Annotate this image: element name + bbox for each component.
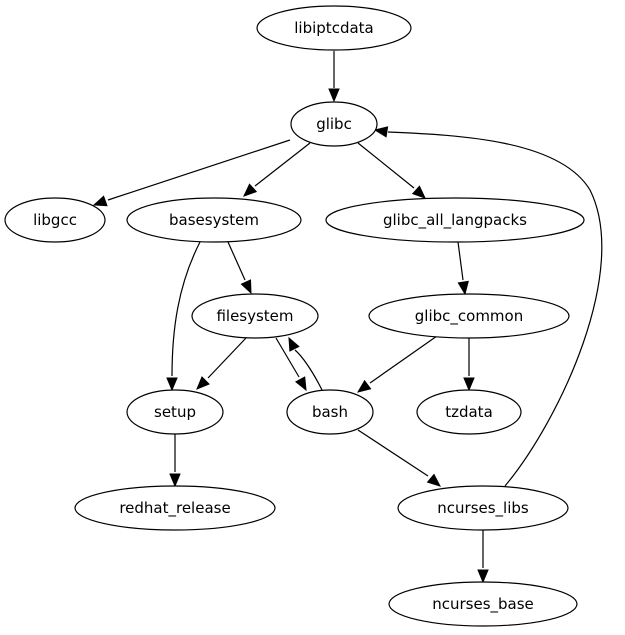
node-shape <box>126 197 302 243</box>
arrowhead-icon <box>169 473 181 488</box>
arrowhead-icon <box>411 185 426 199</box>
node-ncurses_libs[interactable]: ncurses_libs <box>397 485 569 531</box>
node-shape <box>290 101 378 147</box>
edge-glibc_common-to-tzdata <box>463 338 475 392</box>
edge-libiptcdata-to-glibc <box>328 51 340 103</box>
node-ncurses_base[interactable]: ncurses_base <box>388 581 578 627</box>
node-setup[interactable]: setup <box>126 389 224 435</box>
node-label: redhat_release <box>119 499 230 518</box>
edge-line <box>254 142 311 187</box>
edge-basesystem-to-setup <box>166 241 201 392</box>
node-filesystem[interactable]: filesystem <box>191 293 319 339</box>
node-shape <box>74 485 276 531</box>
arrowhead-icon <box>240 279 252 295</box>
node-shape <box>126 389 224 435</box>
edge-glibc_all_langpacks-to-glibc_common <box>457 241 469 296</box>
edge-filesystem-to-bash <box>275 337 307 392</box>
node-shape <box>388 581 578 627</box>
node-label: tzdata <box>445 403 493 421</box>
edge-bash-to-ncurses_libs <box>357 429 441 487</box>
arrowhead-icon <box>196 376 210 390</box>
nodes-layer: libiptcdata glibc libgcc basesystem glibc_al… <box>4 5 585 627</box>
edge-ncurses_libs-to-glibc <box>373 126 603 487</box>
node-label: glibc_common <box>415 307 523 326</box>
edge-line <box>227 241 246 281</box>
edge-line <box>387 131 603 487</box>
node-basesystem[interactable]: basesystem <box>126 197 302 243</box>
node-shape <box>416 389 522 435</box>
node-shape <box>397 485 569 531</box>
edge-glibc-to-glibc_all_langpacks <box>357 142 426 199</box>
node-glibc_common[interactable]: glibc_common <box>368 293 570 339</box>
edge-line <box>107 139 291 201</box>
node-label: glibc <box>316 115 352 133</box>
edge-line <box>207 337 247 379</box>
edge-ncurses_libs-to-ncurses_base <box>477 530 489 584</box>
node-label: ncurses_libs <box>437 499 529 518</box>
node-glibc_all_langpacks[interactable]: glibc_all_langpacks <box>325 197 585 243</box>
node-libiptcdata[interactable]: libiptcdata <box>256 5 412 51</box>
arrowhead-icon <box>243 183 258 197</box>
edge-glibc_common-to-bash <box>356 335 438 393</box>
node-label: filesystem <box>216 307 293 325</box>
node-shape <box>286 389 374 435</box>
edge-line <box>294 349 323 391</box>
node-shape <box>191 293 319 339</box>
node-label: ncurses_base <box>432 595 534 614</box>
node-glibc[interactable]: glibc <box>290 101 378 147</box>
edge-setup-to-redhat_release <box>169 434 181 488</box>
arrowhead-icon <box>356 379 372 393</box>
edge-line <box>357 429 429 477</box>
node-shape <box>325 197 585 243</box>
arrowhead-icon <box>426 473 441 487</box>
edge-line <box>369 335 438 384</box>
arrowhead-icon <box>288 336 300 352</box>
edge-line <box>357 142 415 189</box>
edge-glibc-to-basesystem <box>243 142 311 197</box>
edge-basesystem-to-filesystem <box>227 241 252 295</box>
node-shape <box>256 5 412 51</box>
node-shape <box>368 293 570 339</box>
node-label: bash <box>312 403 348 421</box>
node-tzdata[interactable]: tzdata <box>416 389 522 435</box>
node-label: setup <box>154 403 196 421</box>
edge-glibc-to-libgcc <box>92 139 291 207</box>
edges-layer <box>92 51 603 584</box>
arrowhead-icon <box>295 376 307 392</box>
arrowhead-icon <box>463 377 475 392</box>
node-label: glibc_all_langpacks <box>383 211 527 230</box>
arrowhead-icon <box>373 126 389 138</box>
edge-line <box>457 241 464 281</box>
node-shape <box>4 197 106 243</box>
arrowhead-icon <box>166 377 178 392</box>
arrowhead-icon <box>328 88 340 103</box>
arrowhead-icon <box>92 195 108 207</box>
edge-line <box>171 241 201 377</box>
arrowhead-icon <box>477 569 489 584</box>
node-label: basesystem <box>169 211 259 229</box>
edge-filesystem-to-setup <box>196 337 247 390</box>
node-bash[interactable]: bash <box>286 389 374 435</box>
node-label: libgcc <box>33 211 77 229</box>
node-redhat_release[interactable]: redhat_release <box>74 485 276 531</box>
node-libgcc[interactable]: libgcc <box>4 197 106 243</box>
arrowhead-icon <box>457 280 469 296</box>
edge-line <box>275 337 300 378</box>
edge-bash-to-filesystem <box>288 336 323 391</box>
node-label: libiptcdata <box>294 19 373 37</box>
